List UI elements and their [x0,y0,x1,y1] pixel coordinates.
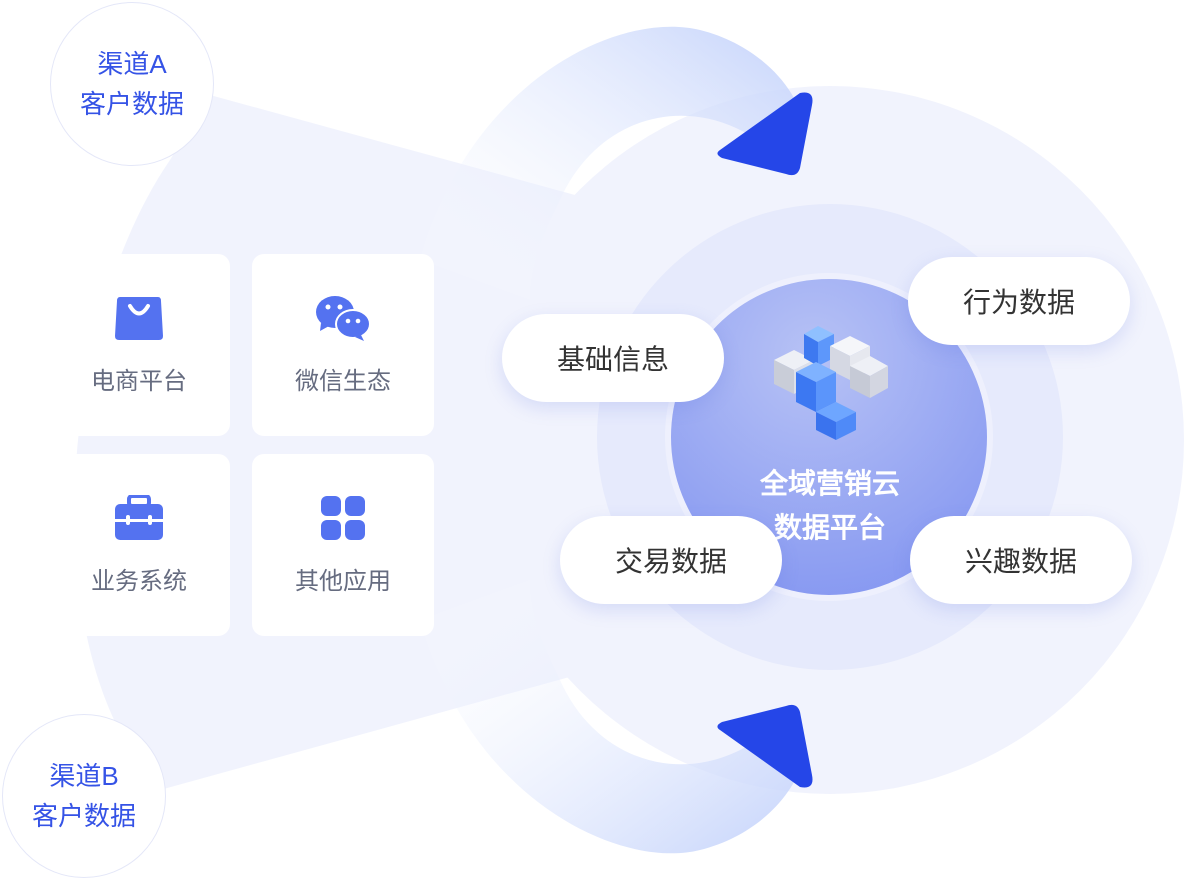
bottom-arc [420,580,805,854]
data-type-transaction: 交易数据 [560,516,782,604]
channel-b-name: 渠道B [49,761,119,791]
wechat-icon [316,295,371,341]
source-card-business: 业务系统 [48,454,230,636]
shopping-bag-icon [115,296,163,340]
core-title-line2: 数据平台 [773,512,886,543]
data-type-basic-info: 基础信息 [502,314,724,402]
bottom-arrow-icon [717,704,813,788]
channel-b-bubble: 渠道B 客户数据 [2,714,166,878]
top-arrow-icon [717,92,813,176]
channel-b-desc: 客户数据 [31,801,136,831]
source-label: 电商平台 [91,367,187,395]
source-card-wechat: 微信生态 [252,254,434,436]
source-label: 业务系统 [91,567,187,595]
core-title-line1: 全域营销云 [759,468,900,499]
channel-a-bubble: 渠道A 客户数据 [50,2,214,166]
source-card-other: 其他应用 [252,454,434,636]
data-type-behavior: 行为数据 [908,257,1130,345]
cube-icon [774,326,888,440]
source-label: 微信生态 [295,367,391,395]
channel-a-name: 渠道A [97,49,167,79]
source-label: 其他应用 [295,567,391,595]
briefcase-icon [115,494,163,540]
source-card-ecommerce: 电商平台 [48,254,230,436]
apps-grid-icon [321,495,365,540]
data-type-interest: 兴趣数据 [910,516,1132,604]
channel-a-desc: 客户数据 [79,89,184,119]
top-arc [420,26,805,300]
